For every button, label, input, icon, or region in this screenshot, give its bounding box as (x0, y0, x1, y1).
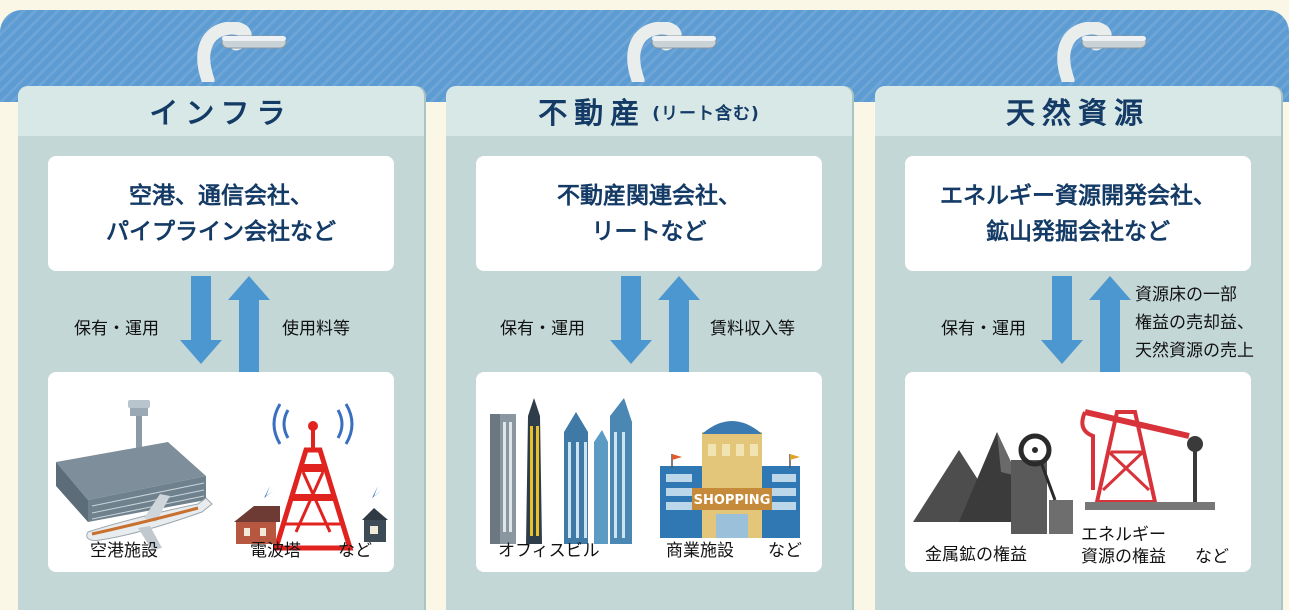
airport-icon (56, 400, 206, 522)
down-arrow-icon (180, 276, 222, 364)
entity-line: リートなど (591, 218, 707, 245)
flow-arrows (610, 276, 700, 372)
shopping-sign: SHOPPING (694, 493, 771, 508)
asset-illustrations (56, 400, 388, 551)
flow-down-label: 保有・運用 (941, 319, 1026, 339)
mine-icon (913, 432, 1073, 534)
asset-illustrations: SHOPPING (490, 398, 800, 544)
house-icon (362, 486, 388, 542)
asset-box: 空港施設 電波塔 など (48, 372, 394, 572)
down-arrow-icon (610, 276, 652, 364)
entity-line: 鉱山発掘会社など (986, 218, 1170, 245)
down-arrow-icon (1041, 276, 1083, 364)
flow-down-label: 保有・運用 (500, 319, 585, 339)
card-title: インフラ (149, 96, 293, 130)
entity-line: 不動産関連会社、 (557, 182, 741, 209)
shopping-mall-icon: SHOPPING (660, 421, 800, 538)
entity-box: 空港、通信会社、 パイプライン会社など (48, 156, 394, 271)
card-title-sub: (リート含む) (652, 103, 760, 124)
up-arrow-icon (228, 276, 270, 372)
up-arrow-icon (1089, 276, 1131, 372)
flow-up-label: 権益の売却益、 (1135, 313, 1254, 333)
entity-box: エネルギー資源開発会社、 鉱山発掘会社など (905, 156, 1251, 271)
etc-label: など (768, 541, 802, 561)
asset-box: SHOPPING オフィスビル 商業施設 など (476, 372, 822, 572)
flow-arrows (180, 276, 270, 372)
asset-label: 金属鉱の権益 (925, 545, 1027, 565)
entity-box: 不動産関連会社、 リートなど (476, 156, 822, 271)
card-infrastructure: インフラ 空港、通信会社、 パイプライン会社など 保有・運用 使用料等 (18, 86, 424, 610)
card-title: 天然資源 (1005, 96, 1150, 130)
asset-box: 金属鉱の権益 エネルギー 資源の権益 など (905, 372, 1251, 572)
asset-label: 資源の権益 (1081, 547, 1166, 567)
card-natural-resources: 天然資源 エネルギー資源開発会社、 鉱山発掘会社など 保有・運用 資源床の一部 … (875, 86, 1281, 610)
hanger-hook-icon (197, 22, 287, 82)
etc-label: など (1195, 547, 1229, 567)
card-header: 不動産 (リート含む) (446, 86, 852, 136)
entity-line: エネルギー資源開発会社、 (940, 182, 1216, 209)
office-buildings-icon (490, 398, 632, 544)
radio-tower-icon (272, 403, 354, 551)
up-arrow-icon (658, 276, 700, 372)
asset-illustrations (913, 409, 1215, 534)
entity-line: パイプライン会社など (106, 218, 336, 245)
flow-up-label: 賃料収入等 (710, 319, 795, 339)
airplane-icon (86, 494, 213, 550)
hanger-hook-icon (627, 22, 717, 82)
asset-label: 商業施設 (666, 541, 734, 561)
entity-line: 空港、通信会社、 (129, 182, 313, 209)
asset-label: オフィスビル (498, 541, 600, 561)
card-header: 天然資源 (875, 86, 1281, 136)
asset-label: 電波塔 (250, 541, 301, 561)
flow-down-label: 保有・運用 (74, 319, 159, 339)
asset-label: エネルギー (1081, 525, 1166, 545)
hanger-hook-icon (1057, 22, 1147, 82)
card-title: 不動産 (538, 96, 647, 130)
flow-up-label: 天然資源の売上 (1135, 341, 1254, 361)
flow-up-label: 資源床の一部 (1135, 285, 1237, 305)
flow-arrows (1041, 276, 1131, 372)
card-header: インフラ (18, 86, 424, 136)
asset-label: 空港施設 (90, 541, 158, 561)
oil-pump-icon (1080, 409, 1215, 510)
flow-up-label: 使用料等 (282, 319, 350, 339)
house-icon (234, 486, 280, 544)
card-real-estate: 不動産 (リート含む) 不動産関連会社、 リートなど 保有・運用 賃料収入等 (446, 86, 852, 610)
etc-label: など (338, 541, 372, 561)
